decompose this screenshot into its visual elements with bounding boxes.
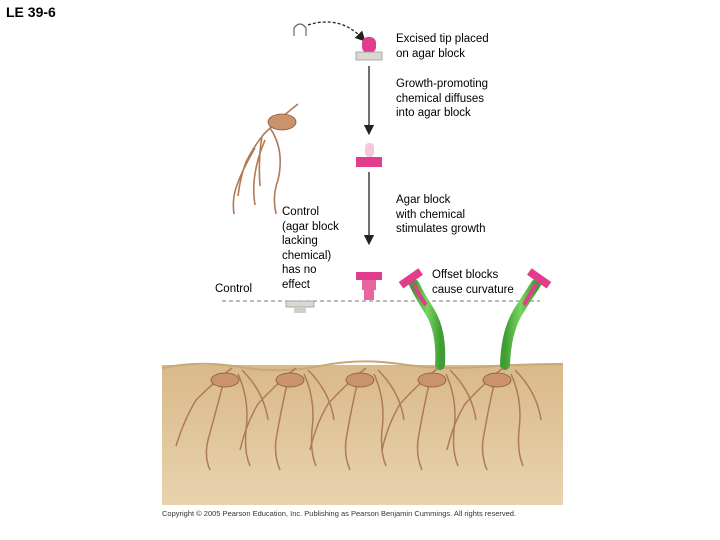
copyright-notice: Copyright © 2005 Pearson Education, Inc.… (162, 509, 516, 518)
curved-arrow (308, 22, 362, 38)
label-control: Control (215, 282, 252, 297)
label-diffuses: Growth-promoting chemical diffuses into … (396, 77, 488, 121)
agar-block-with-chemical (356, 143, 382, 167)
label-offset: Offset blocks cause curvature (432, 268, 514, 297)
excised-tip-on-agar (356, 37, 382, 60)
label-excised-tip: Excised tip placed on agar block (396, 32, 489, 61)
label-control-agar: Control (agar block lacking chemical) ha… (282, 205, 339, 292)
label-stimulates: Agar block with chemical stimulates grow… (396, 193, 485, 237)
seedling-excised (233, 24, 306, 214)
